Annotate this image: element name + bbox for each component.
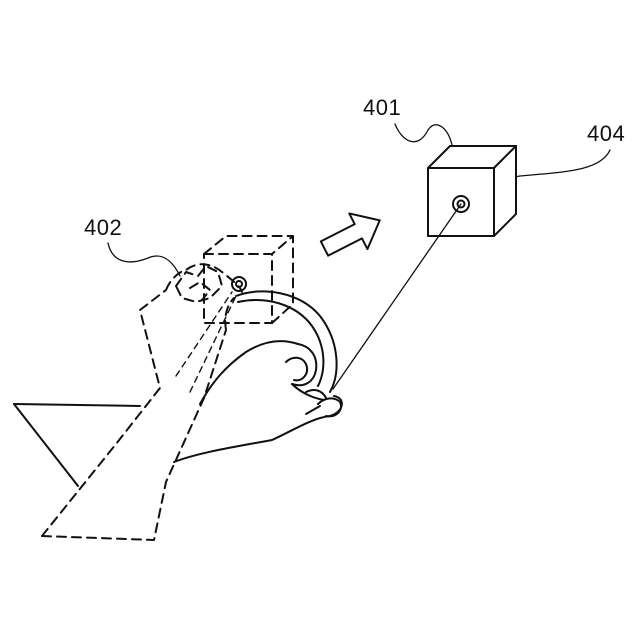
label-404: 404: [587, 121, 625, 146]
surface-triangle: [14, 404, 140, 486]
leader-line-402: [108, 243, 180, 276]
real-hand-with-controller: [174, 291, 342, 462]
label-402: 402: [84, 215, 122, 240]
virtual-cube-dashed: [204, 236, 293, 323]
label-401: 401: [363, 95, 401, 120]
leader-line-401: [395, 124, 452, 145]
cube-object-401: [428, 146, 516, 236]
virtual-hand-dashed-402: [42, 264, 246, 540]
movement-arrow-icon: [315, 203, 388, 267]
